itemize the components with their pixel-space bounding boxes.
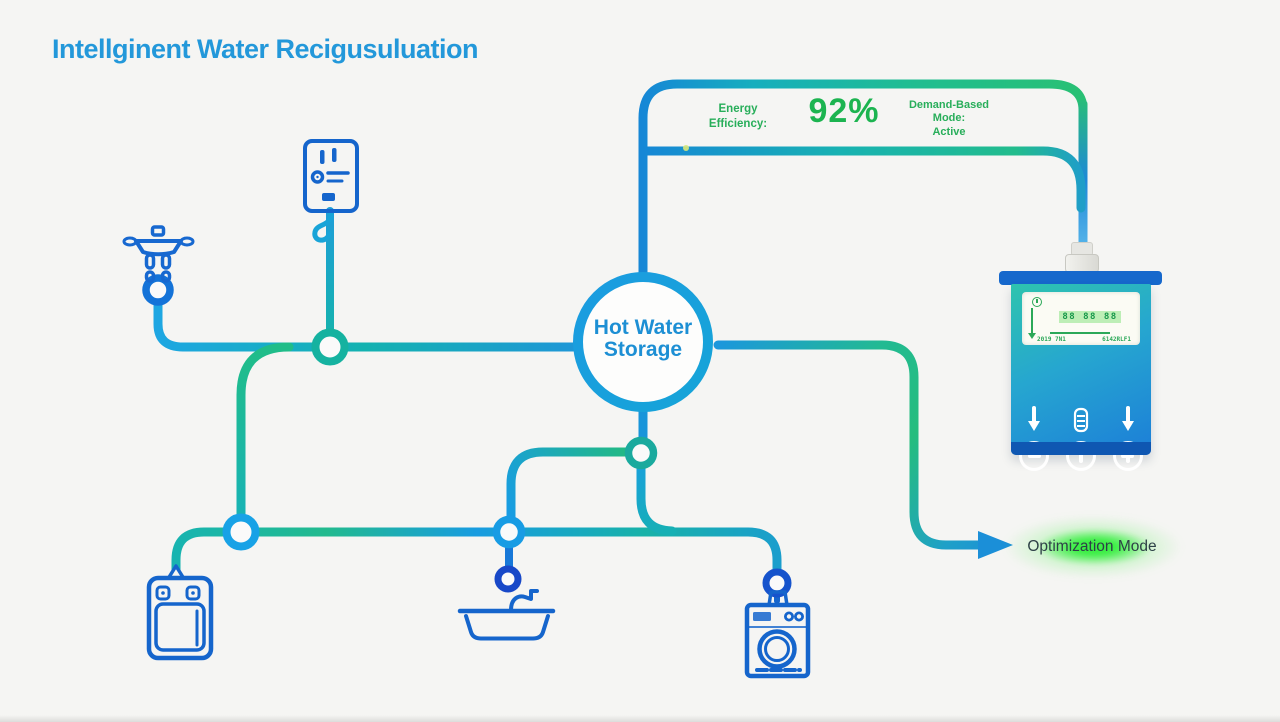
- storage-tank-icon: [573, 272, 713, 412]
- energy-efficiency-value: 92%: [808, 92, 880, 130]
- pipe-shower-to-storage: [153, 296, 582, 352]
- pipe-network: [153, 79, 1088, 604]
- optimization-mode-label: Optimization Mode: [1027, 538, 1157, 555]
- bathtub-icon: [457, 589, 556, 641]
- boiler-icon: [146, 564, 214, 661]
- clock-icon: [1032, 297, 1042, 307]
- display-readout: 88 88 88: [1046, 306, 1134, 324]
- power-button[interactable]: [1065, 441, 1096, 471]
- demand-mode-value: Active: [932, 125, 966, 138]
- pipe-top-loop-inner: [638, 146, 1086, 213]
- page-title: Intellginent Water Recigusuluation: [52, 34, 479, 64]
- plus-icon: [1121, 449, 1135, 463]
- valves: [142, 274, 792, 598]
- screen-footer-left: 2019 7N1: [1037, 336, 1066, 343]
- storage-label-line2: Storage: [603, 338, 683, 362]
- pipe-bypass-loop: [506, 447, 632, 525]
- flow-arrow-icon: [978, 531, 1013, 559]
- bottom-shadow: [0, 715, 1280, 722]
- controller-buttons: [1011, 441, 1151, 471]
- pipe-junction-to-lower: [636, 461, 677, 536]
- screen-divider: [1050, 332, 1110, 334]
- valve-icon: [762, 568, 792, 598]
- pipe-top-loop-outer: [638, 79, 1088, 279]
- screen-footer-right: 6142RLF1: [1102, 336, 1131, 343]
- energy-efficiency-label: Energy Efficiency:: [696, 102, 780, 131]
- washing-machine-icon: [744, 590, 811, 679]
- optimization-mode-badge: Optimization Mode: [1004, 516, 1182, 578]
- valve-icon: [142, 274, 174, 306]
- minus-button[interactable]: [1019, 441, 1050, 471]
- valve-icon: [494, 565, 522, 593]
- storage-label-line1: Hot Water: [593, 316, 693, 339]
- pipe-heater-curl: [312, 210, 334, 243]
- down-arrow-icon: [1122, 406, 1134, 431]
- valve-icon: [311, 328, 349, 366]
- energy-efficiency-label-line1: Energy: [718, 103, 758, 115]
- controller-indicator-row: [1011, 404, 1151, 434]
- down-arrow-icon: [1028, 406, 1040, 431]
- controller-cap: [999, 271, 1162, 285]
- pipe-sensor-dot: [683, 145, 689, 151]
- pipe-storage-to-optimization: [713, 340, 985, 550]
- valve-icon: [222, 513, 260, 551]
- pipe-lower-main: [171, 527, 782, 575]
- plus-button[interactable]: [1112, 441, 1143, 471]
- controller-screen: 88 88 88 2019 7N1 6142RLF1: [1022, 292, 1140, 345]
- controller-body: 88 88 88 2019 7N1 6142RLF1: [1011, 284, 1151, 471]
- valve-icon: [624, 436, 658, 470]
- valve-icon: [492, 515, 526, 549]
- display-main-text: 88 88 88: [1059, 311, 1121, 323]
- tankless-heater-icon: [303, 139, 359, 213]
- demand-mode-label: Demand-Based Mode: Active: [896, 99, 1002, 139]
- screen-footer: 2019 7N1 6142RLF1: [1037, 336, 1131, 343]
- pipe-riser-240: [236, 342, 294, 530]
- shower-head-icon: [122, 225, 195, 283]
- demand-mode-line2: Mode:: [932, 112, 966, 125]
- water-column-icon: [1073, 407, 1089, 433]
- screen-down-arrow-icon: [1028, 308, 1036, 339]
- demand-mode-line1: Demand-Based: [908, 99, 990, 111]
- controller-icon: 88 88 88 2019 7N1 6142RLF1: [998, 240, 1165, 471]
- storage-label: Hot Water Storage: [578, 316, 708, 362]
- power-icon: [1078, 449, 1084, 463]
- green-glow-core: [1037, 529, 1152, 565]
- energy-efficiency-label-line2: Efficiency:: [708, 117, 768, 130]
- minus-icon: [1027, 453, 1041, 459]
